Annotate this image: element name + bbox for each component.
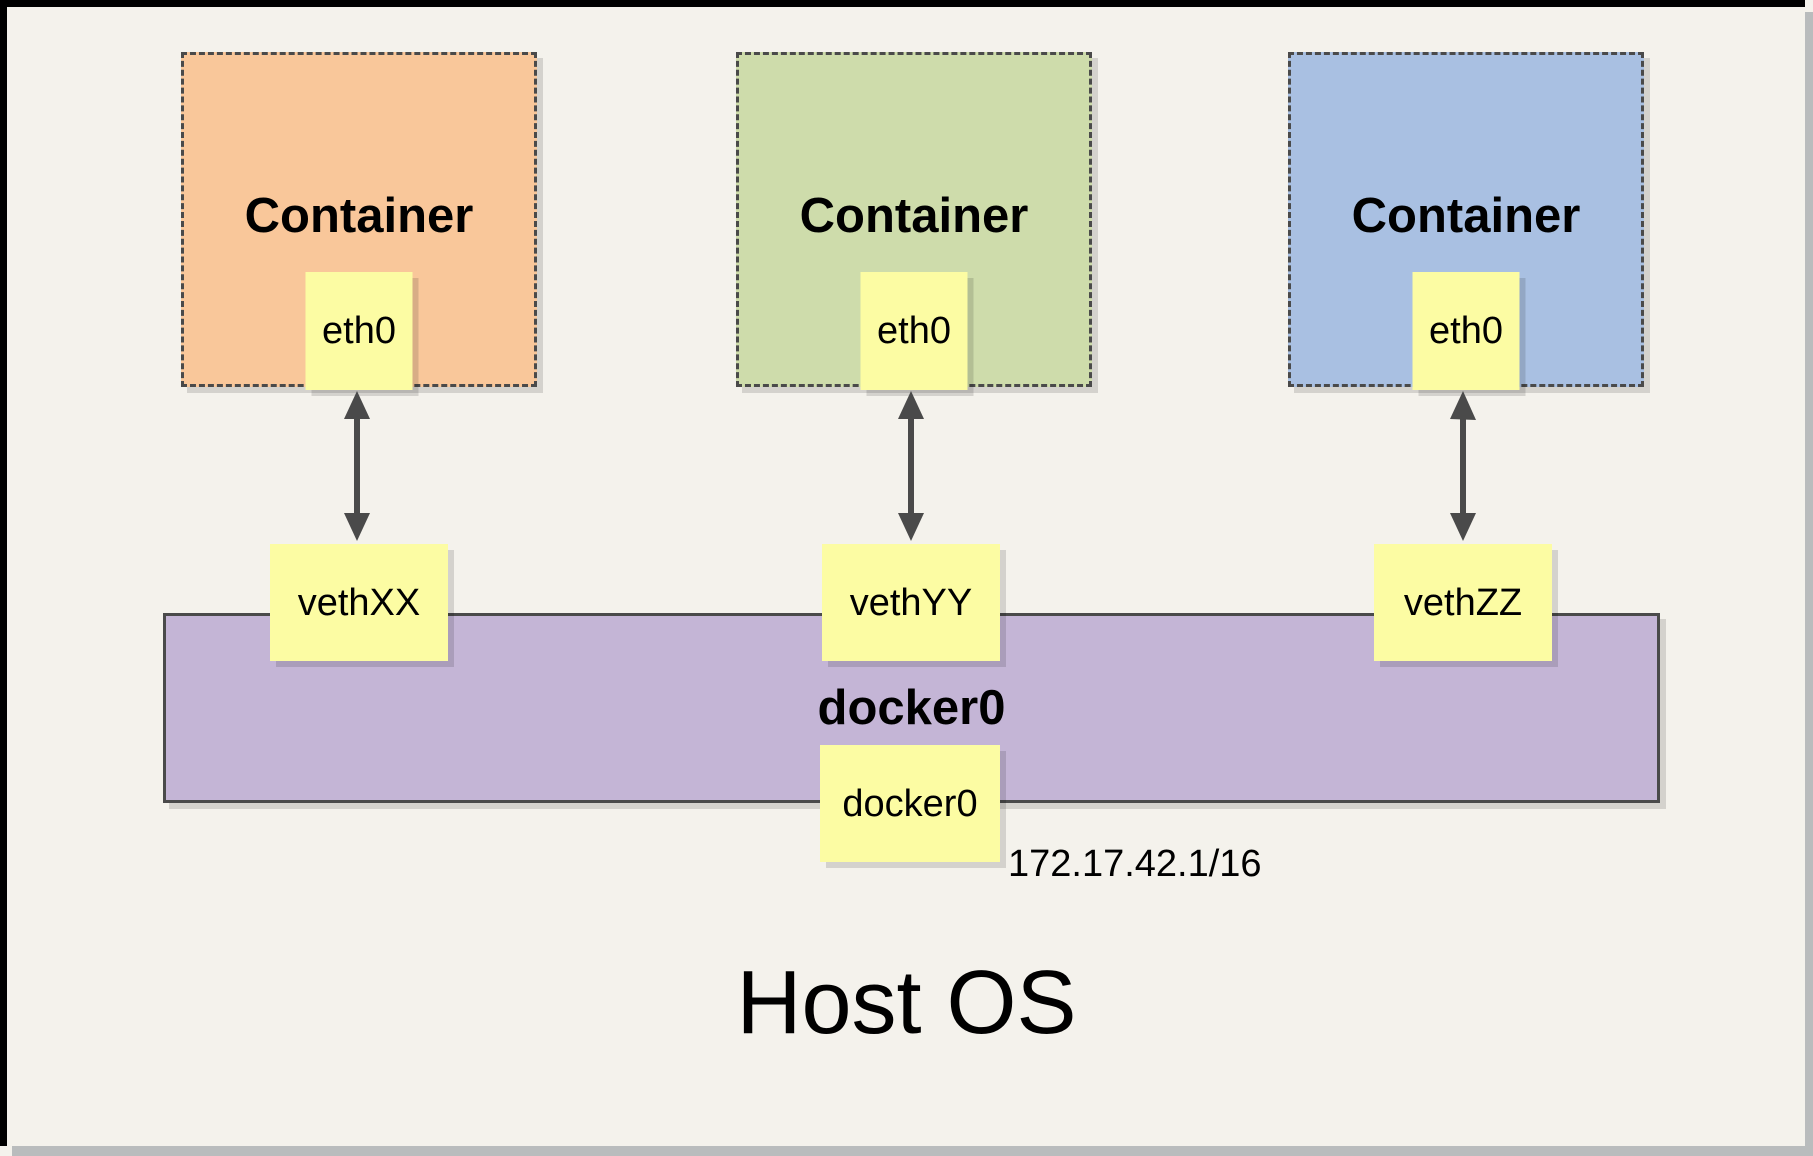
eth0-label: eth0 [322, 310, 396, 352]
container-2-eth0-interface: eth0 [860, 272, 968, 390]
connection-arrow-icon-2 [898, 391, 924, 541]
container-box-1: Container eth0 [181, 52, 537, 390]
container-3-eth0-interface: eth0 [1412, 272, 1520, 390]
veth-box-3: vethZZ [1374, 544, 1552, 661]
connection-arrow-icon-1 [344, 391, 370, 541]
eth0-label: eth0 [1429, 310, 1503, 352]
veth-label: vethXX [297, 581, 421, 624]
container-box-2: Container eth0 [736, 52, 1092, 390]
frame-top-border [0, 0, 1805, 7]
veth-label: vethYY [849, 581, 973, 624]
eth0-label: eth0 [877, 310, 951, 352]
docker0-bridge-label: docker0 [817, 680, 1006, 735]
container-box-3: Container eth0 [1288, 52, 1644, 390]
page-shadow-right [1805, 12, 1813, 1156]
docker0-interface-label: docker0 [842, 782, 978, 825]
container-3-label: Container [1351, 189, 1581, 243]
veth-box-2: vethYY [822, 544, 1000, 661]
container-2-label: Container [799, 189, 1029, 243]
frame-left-border [0, 0, 7, 1146]
veth-box-1: vethXX [270, 544, 448, 661]
docker0-interface-box: docker0 [820, 745, 1000, 862]
container-1-eth0-interface: eth0 [305, 272, 413, 390]
connection-arrow-icon-3 [1450, 391, 1476, 541]
page-shadow-bottom [12, 1146, 1813, 1156]
bridge-ip-address: 172.17.42.1/16 [1008, 843, 1262, 885]
container-1-label: Container [244, 189, 474, 243]
host-os-label: Host OS [736, 953, 1077, 1053]
veth-label: vethZZ [1403, 581, 1523, 624]
